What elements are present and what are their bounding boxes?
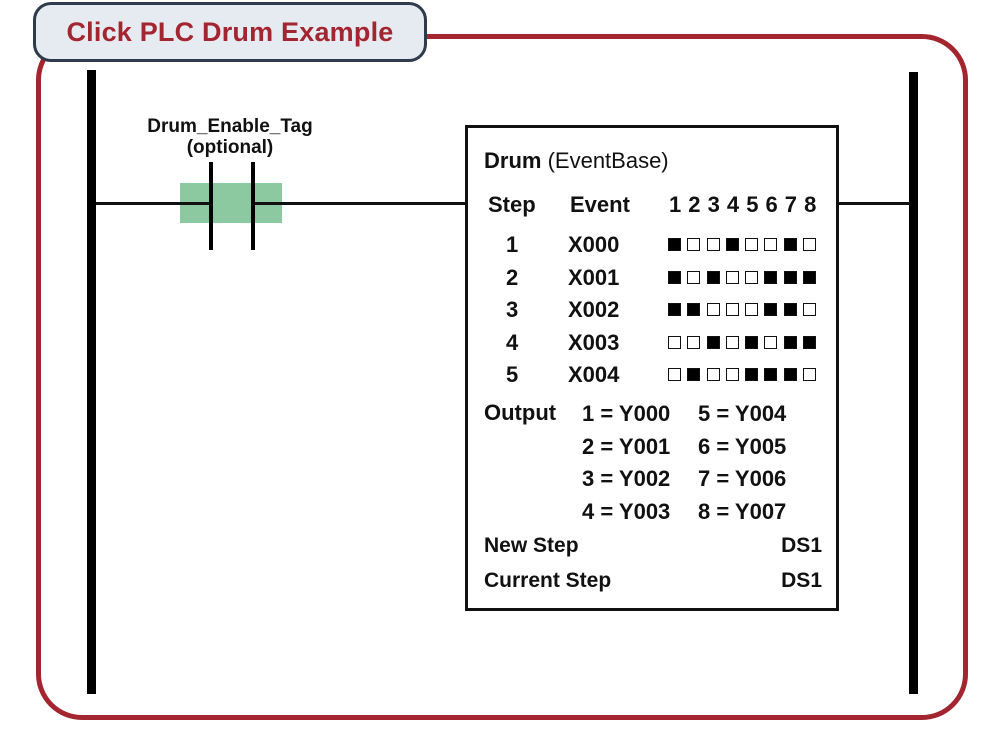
rung-wire-right bbox=[838, 202, 910, 205]
output-number-1: 1 bbox=[669, 192, 682, 217]
output-off-cell bbox=[687, 270, 701, 284]
step-pattern bbox=[668, 270, 822, 284]
new-step-value: DS1 bbox=[781, 534, 822, 557]
output-on-cell bbox=[783, 238, 797, 251]
output-label: Output bbox=[484, 400, 557, 425]
output-on-cell bbox=[764, 270, 778, 284]
output-on-cell bbox=[745, 368, 759, 381]
drum-name: Drum bbox=[484, 148, 542, 173]
right-power-rail bbox=[909, 72, 918, 694]
output-on-cell bbox=[803, 270, 817, 284]
output-on-cell bbox=[783, 270, 797, 284]
rung-wire-left bbox=[96, 202, 182, 205]
output-on-cell bbox=[764, 368, 778, 381]
output-number-2: 2 bbox=[688, 192, 701, 217]
step-event: X001 bbox=[568, 264, 620, 290]
contact-bar-left bbox=[209, 162, 213, 250]
drum-type: (EventBase) bbox=[547, 148, 669, 173]
current-step-value: DS1 bbox=[781, 569, 822, 592]
new-step-label: New Step bbox=[484, 534, 579, 557]
step-pattern bbox=[668, 368, 822, 381]
output-on-cell bbox=[725, 238, 739, 251]
output-on-cell bbox=[706, 335, 720, 349]
output-map-item: 7 = Y006 bbox=[698, 466, 787, 491]
diagram-frame bbox=[36, 34, 968, 720]
output-number-3: 3 bbox=[707, 192, 720, 217]
page-title: Click PLC Drum Example bbox=[66, 16, 394, 47]
output-on-cell bbox=[687, 368, 701, 381]
output-off-cell bbox=[803, 303, 817, 316]
output-map-item: 5 = Y004 bbox=[698, 401, 787, 426]
output-off-cell bbox=[687, 238, 701, 251]
output-off-cell bbox=[725, 270, 739, 284]
output-off-cell bbox=[745, 238, 759, 251]
rung-wire-contact-left bbox=[180, 202, 210, 205]
output-off-cell bbox=[706, 368, 720, 381]
step-header: Step bbox=[488, 192, 536, 217]
event-header: Event bbox=[570, 192, 630, 217]
output-off-cell bbox=[706, 303, 720, 316]
title-tab: Click PLC Drum Example bbox=[33, 2, 427, 62]
output-off-cell bbox=[745, 270, 759, 284]
output-map-item: 2 = Y001 bbox=[582, 433, 671, 459]
output-map-item: 6 = Y005 bbox=[698, 433, 787, 459]
contact-tag-note: (optional) bbox=[186, 137, 274, 158]
output-map-item: 1 = Y000 bbox=[582, 401, 671, 426]
output-map-item: 8 = Y007 bbox=[698, 498, 787, 524]
step-pattern bbox=[668, 335, 822, 349]
output-off-cell bbox=[764, 238, 778, 251]
output-on-cell bbox=[764, 303, 778, 316]
output-on-cell bbox=[783, 303, 797, 316]
output-off-cell bbox=[725, 303, 739, 316]
output-off-cell bbox=[687, 335, 701, 349]
output-on-cell bbox=[687, 303, 701, 316]
output-number-8: 8 bbox=[804, 192, 817, 217]
output-off-cell bbox=[803, 238, 817, 251]
step-number: 3 bbox=[506, 297, 519, 322]
output-on-cell bbox=[745, 335, 759, 349]
step-number: 5 bbox=[506, 362, 519, 387]
step-number: 4 bbox=[506, 329, 519, 355]
rung-wire-contact-right bbox=[254, 202, 282, 205]
step-event: X003 bbox=[568, 329, 620, 355]
contact-tag-label: Drum_Enable_Tag (optional) bbox=[130, 116, 330, 158]
contact-tag-name: Drum_Enable_Tag bbox=[147, 116, 313, 137]
output-on-cell bbox=[668, 238, 681, 251]
output-number-5: 5 bbox=[746, 192, 759, 217]
output-number-4: 4 bbox=[726, 192, 740, 217]
left-power-rail bbox=[87, 70, 96, 694]
current-step-label: Current Step bbox=[484, 569, 612, 592]
output-on-cell bbox=[803, 335, 817, 349]
output-off-cell bbox=[668, 335, 681, 349]
step-event: X004 bbox=[568, 362, 620, 387]
step-number: 1 bbox=[506, 232, 519, 257]
drum-title: Drum (EventBase) bbox=[484, 148, 669, 174]
contact-bar-right bbox=[251, 162, 255, 250]
output-map-item: 3 = Y002 bbox=[582, 466, 671, 491]
output-number-7: 7 bbox=[784, 192, 798, 217]
rung-wire-middle bbox=[282, 202, 466, 205]
output-off-cell bbox=[668, 368, 681, 381]
step-number: 2 bbox=[506, 264, 519, 290]
output-off-cell bbox=[764, 335, 778, 349]
output-off-cell bbox=[706, 238, 720, 251]
step-pattern bbox=[668, 303, 822, 316]
step-event: X000 bbox=[568, 232, 620, 257]
output-on-cell bbox=[706, 270, 720, 284]
output-off-cell bbox=[803, 368, 817, 381]
output-on-cell bbox=[783, 368, 797, 381]
output-off-cell bbox=[725, 335, 739, 349]
output-on-cell bbox=[783, 335, 797, 349]
output-number-6: 6 bbox=[765, 192, 778, 217]
output-off-cell bbox=[745, 303, 759, 316]
output-on-cell bbox=[668, 270, 681, 284]
output-off-cell bbox=[725, 368, 739, 381]
step-pattern bbox=[668, 238, 822, 251]
output-on-cell bbox=[668, 303, 681, 316]
step-event: X002 bbox=[568, 297, 620, 322]
output-map-item: 4 = Y003 bbox=[582, 498, 671, 524]
